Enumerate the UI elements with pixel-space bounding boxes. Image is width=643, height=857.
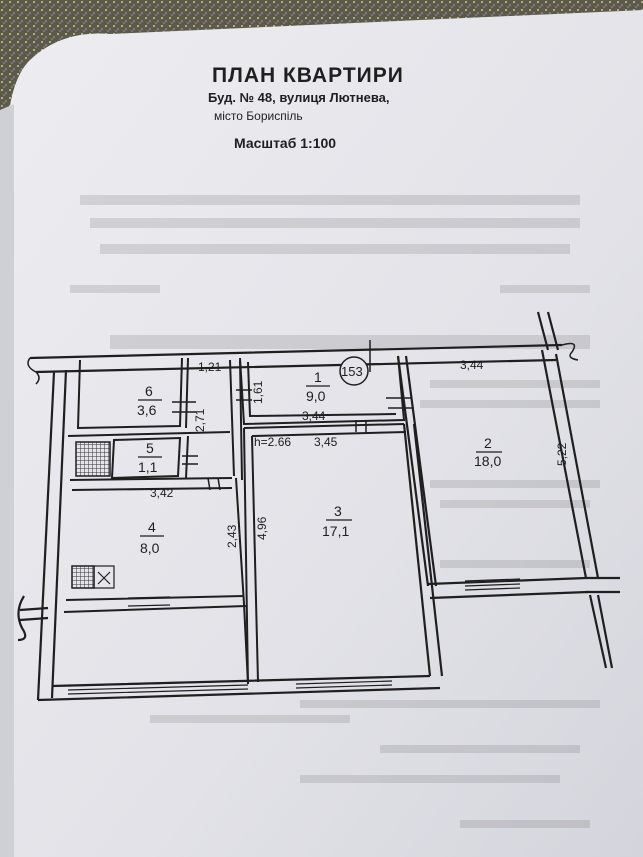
room3-right-wall <box>402 423 444 677</box>
room3-walls <box>243 423 407 685</box>
dim-2-43: 2,43 <box>225 524 239 548</box>
dim-1-61: 1,61 <box>251 380 265 404</box>
dim-3-44-top: 3,44 <box>460 358 484 372</box>
room-labels: 6 3,6 5 1,1 4 8,0 1 9,0 3 17,1 2 18,0 <box>137 369 502 556</box>
apartment-number-badge <box>339 356 369 386</box>
room2-bottom-wall <box>427 576 589 600</box>
dim-3-45: 3,45 <box>314 435 338 449</box>
bottom-window-left <box>67 680 249 695</box>
dim-3-42: 3,42 <box>150 486 174 500</box>
room-area: 9,0 <box>306 388 326 404</box>
room-4-label: 4 8,0 <box>140 519 164 556</box>
stove-hatch <box>71 565 95 589</box>
room-number: 6 <box>145 383 153 399</box>
room6-walls <box>76 357 189 430</box>
dim-3-44-mid: 3,44 <box>302 409 326 423</box>
right-extension <box>586 576 620 669</box>
apartment-number: 153 <box>341 364 363 379</box>
floor-plan <box>17 311 620 702</box>
room-area: 3,6 <box>137 402 157 418</box>
room5-walls <box>110 435 189 480</box>
scale-label: Масштаб 1:100 <box>234 135 336 151</box>
wall-end-left <box>27 357 40 385</box>
room-5-label: 5 1,1 <box>138 440 162 475</box>
room4-door <box>127 596 171 607</box>
address-line-2: місто Бориспіль <box>214 109 303 123</box>
room-2-label: 2 18,0 <box>474 435 502 469</box>
page-edge <box>0 104 14 857</box>
corridor-wall <box>229 359 243 481</box>
room-number: 5 <box>146 440 154 456</box>
room-number: 4 <box>148 519 156 535</box>
room-3-label: 3 17,1 <box>322 503 352 539</box>
ventilation-shaft <box>75 441 111 477</box>
exterior-wall <box>29 343 563 701</box>
lower-room-wall <box>235 477 249 685</box>
room-6-label: 6 3,6 <box>137 383 162 418</box>
dim-2-71: 2,71 <box>193 408 207 432</box>
room2-right-wall <box>540 349 600 579</box>
ceiling-height: h=2.66 <box>254 435 291 449</box>
dimension-labels: 1,21 1,61 2,71 3,44 3,44 h=2.66 3,45 5,2… <box>150 358 569 548</box>
room-area: 8,0 <box>140 540 160 556</box>
dim-4-96: 4,96 <box>255 516 269 540</box>
show-through-text <box>70 195 600 828</box>
room4-bottom-wall <box>63 595 247 613</box>
room2-window <box>464 578 521 591</box>
room-area: 17,1 <box>322 523 349 539</box>
room-area: 1,1 <box>138 459 158 475</box>
room-area: 18,0 <box>474 453 501 469</box>
room-number: 3 <box>334 503 342 519</box>
room-number: 2 <box>484 435 492 451</box>
stove-icon <box>93 565 115 589</box>
door-ticks <box>172 340 414 491</box>
bottom-window-right <box>295 676 393 689</box>
left-horizontal-walls <box>67 431 233 491</box>
room1-walls <box>239 355 406 426</box>
dim-5-22: 5,22 <box>555 442 569 466</box>
dim-1-21: 1,21 <box>198 360 222 374</box>
top-right-extension <box>536 311 560 351</box>
address-line-1: Буд. № 48, вулиця Лютнева, <box>208 90 390 105</box>
document-title: ПЛАН КВАРТИРИ <box>212 64 404 87</box>
left-extension <box>17 595 49 642</box>
room2-left-wall <box>396 355 438 587</box>
room-1-label: 1 9,0 <box>306 369 330 404</box>
top-right-flourish <box>561 342 579 361</box>
room-number: 1 <box>314 369 322 385</box>
